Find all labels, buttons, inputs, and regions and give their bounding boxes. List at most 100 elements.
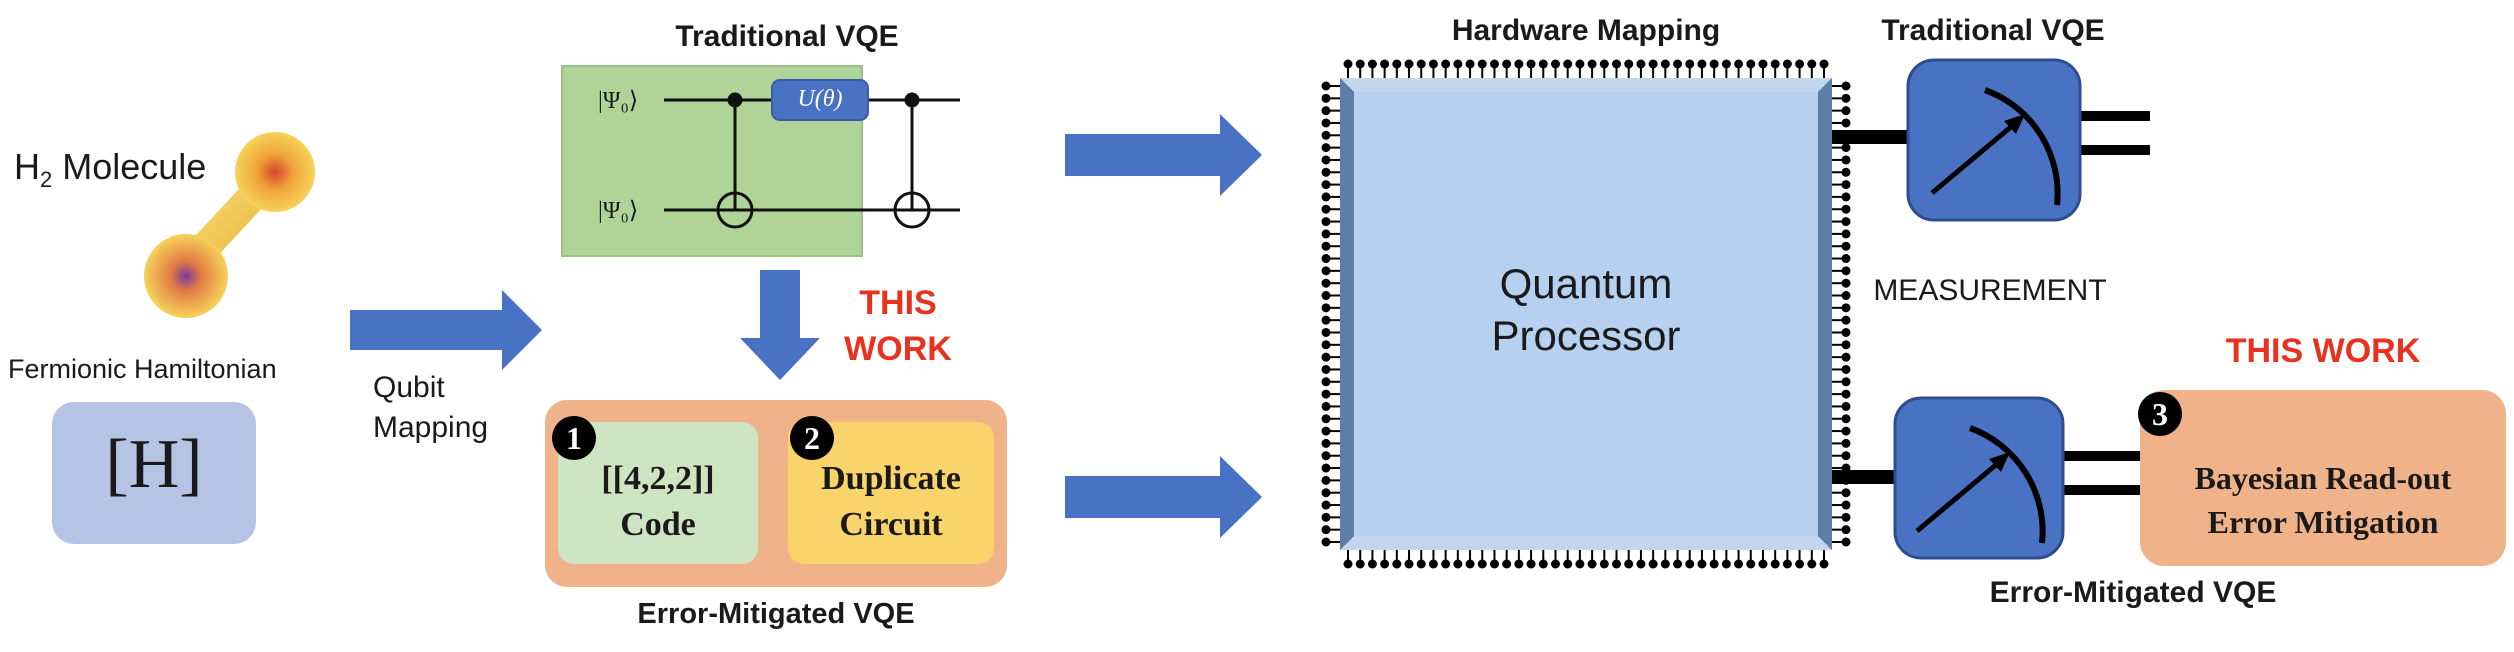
chip-pin — [1841, 241, 1851, 251]
chip-pin — [1453, 559, 1463, 569]
chip-pin — [1380, 559, 1390, 569]
chip-pin — [1550, 559, 1560, 569]
chip-pin — [1321, 500, 1331, 510]
chip-pin — [1697, 59, 1707, 69]
bayesian-box — [2140, 390, 2506, 566]
chip-pin — [1746, 559, 1756, 569]
chip-pin — [1721, 559, 1731, 569]
chip-pin — [1587, 559, 1597, 569]
chip-pin — [1321, 377, 1331, 387]
chip-pin — [1441, 59, 1451, 69]
chip-pin — [1514, 559, 1524, 569]
chip-pin — [1355, 59, 1365, 69]
chip-pin — [1648, 559, 1658, 569]
chip-pin — [1648, 59, 1658, 69]
chip-pin — [1367, 59, 1377, 69]
chip-pin — [1489, 559, 1499, 569]
chip-pin — [1321, 451, 1331, 461]
chip-pin — [1624, 559, 1634, 569]
qubit-mapping-label: Qubit Mapping — [373, 368, 488, 448]
chip-pin — [1807, 559, 1817, 569]
chip-pin — [1841, 327, 1851, 337]
chip-pin — [1477, 59, 1487, 69]
chip-pin — [1841, 451, 1851, 461]
chip-pin — [1321, 315, 1331, 325]
chip-pin — [1321, 512, 1331, 522]
chip-pin — [1841, 291, 1851, 301]
chip-pin — [1795, 559, 1805, 569]
chip-pin — [1465, 59, 1475, 69]
hamiltonian-label: Fermionic Hamiltonian — [8, 354, 277, 384]
badge-2: 2 — [790, 416, 834, 460]
chip-pin — [1321, 266, 1331, 276]
chip-pin — [1321, 217, 1331, 227]
chip-pin — [1841, 414, 1851, 424]
chip-pin — [1321, 488, 1331, 498]
this-work-1-line1: THIS — [859, 284, 937, 322]
chip-pin — [1321, 278, 1331, 288]
chip-pin — [1807, 59, 1817, 69]
chip-pin — [1819, 59, 1829, 69]
measurement-meter-top-icon — [1906, 58, 2082, 222]
chip-pin — [1841, 204, 1851, 214]
chip-pin — [1477, 559, 1487, 569]
chip-pin — [1841, 217, 1851, 227]
chip-pin — [1841, 438, 1851, 448]
chip-pin — [1841, 426, 1851, 436]
chip-pin — [1841, 389, 1851, 399]
chip-pin — [1321, 340, 1331, 350]
down-arrow — [740, 270, 820, 380]
chip-pin — [1321, 130, 1331, 140]
chip-pin — [1636, 59, 1646, 69]
qubit-mapping-arrow — [350, 290, 542, 370]
molecule-title: H2 Molecule — [14, 146, 206, 193]
badge-1: 1 — [552, 416, 596, 460]
chip-pin — [1321, 192, 1331, 202]
chip-pin — [1841, 155, 1851, 165]
chip-pin — [1770, 59, 1780, 69]
chip-pin — [1367, 559, 1377, 569]
chip-pin — [1841, 537, 1851, 547]
chip-pin — [1321, 438, 1331, 448]
chip-pin — [1404, 59, 1414, 69]
hamiltonian-box — [52, 402, 256, 544]
molecule-title-rest: Molecule — [52, 146, 207, 187]
chip-pin — [1321, 167, 1331, 177]
molecule-title-base: H — [14, 146, 40, 187]
duplicate-box-text: Duplicate Circuit — [788, 456, 994, 548]
chip-pin — [1321, 241, 1331, 251]
measurement-meter-bottom-icon — [1893, 396, 2065, 560]
chip-pin — [1685, 59, 1695, 69]
chip-pin — [1599, 559, 1609, 569]
code-box — [558, 422, 758, 564]
code-line1: [[4,2,2]] — [601, 460, 715, 497]
chip-pin — [1465, 559, 1475, 569]
chip-pin — [1321, 180, 1331, 190]
chip-pin — [1841, 81, 1851, 91]
code-line2: Code — [620, 506, 696, 543]
chip-pin — [1321, 229, 1331, 239]
chip-pin — [1841, 303, 1851, 313]
chip-pin — [1841, 315, 1851, 325]
error-mitigated-title: Error-Mitigated VQE — [637, 598, 915, 630]
quantum-processor-chip — [1340, 78, 1832, 550]
hamiltonian-symbol: [H] — [105, 426, 203, 503]
chip-pin — [1416, 559, 1426, 569]
chip-pin — [1575, 59, 1585, 69]
chip-pin — [1502, 559, 1512, 569]
chip-pin — [1321, 537, 1331, 547]
quantum-circuit — [664, 92, 960, 229]
chip-pin — [1697, 559, 1707, 569]
h2-molecule-icon — [144, 132, 315, 318]
chip-pin — [1841, 118, 1851, 128]
chip-pin — [1321, 475, 1331, 485]
chip-pin — [1685, 559, 1695, 569]
chip-pin — [1321, 118, 1331, 128]
unitary-gate-label: U(θ) — [797, 86, 843, 112]
processor-line2: Processor — [1491, 312, 1681, 359]
this-work-label-1: THIS WORK — [838, 280, 958, 372]
chip-pin — [1538, 59, 1548, 69]
chip-pin — [1355, 559, 1365, 569]
ket-bottom: |Ψ₀⟩ — [598, 198, 639, 224]
